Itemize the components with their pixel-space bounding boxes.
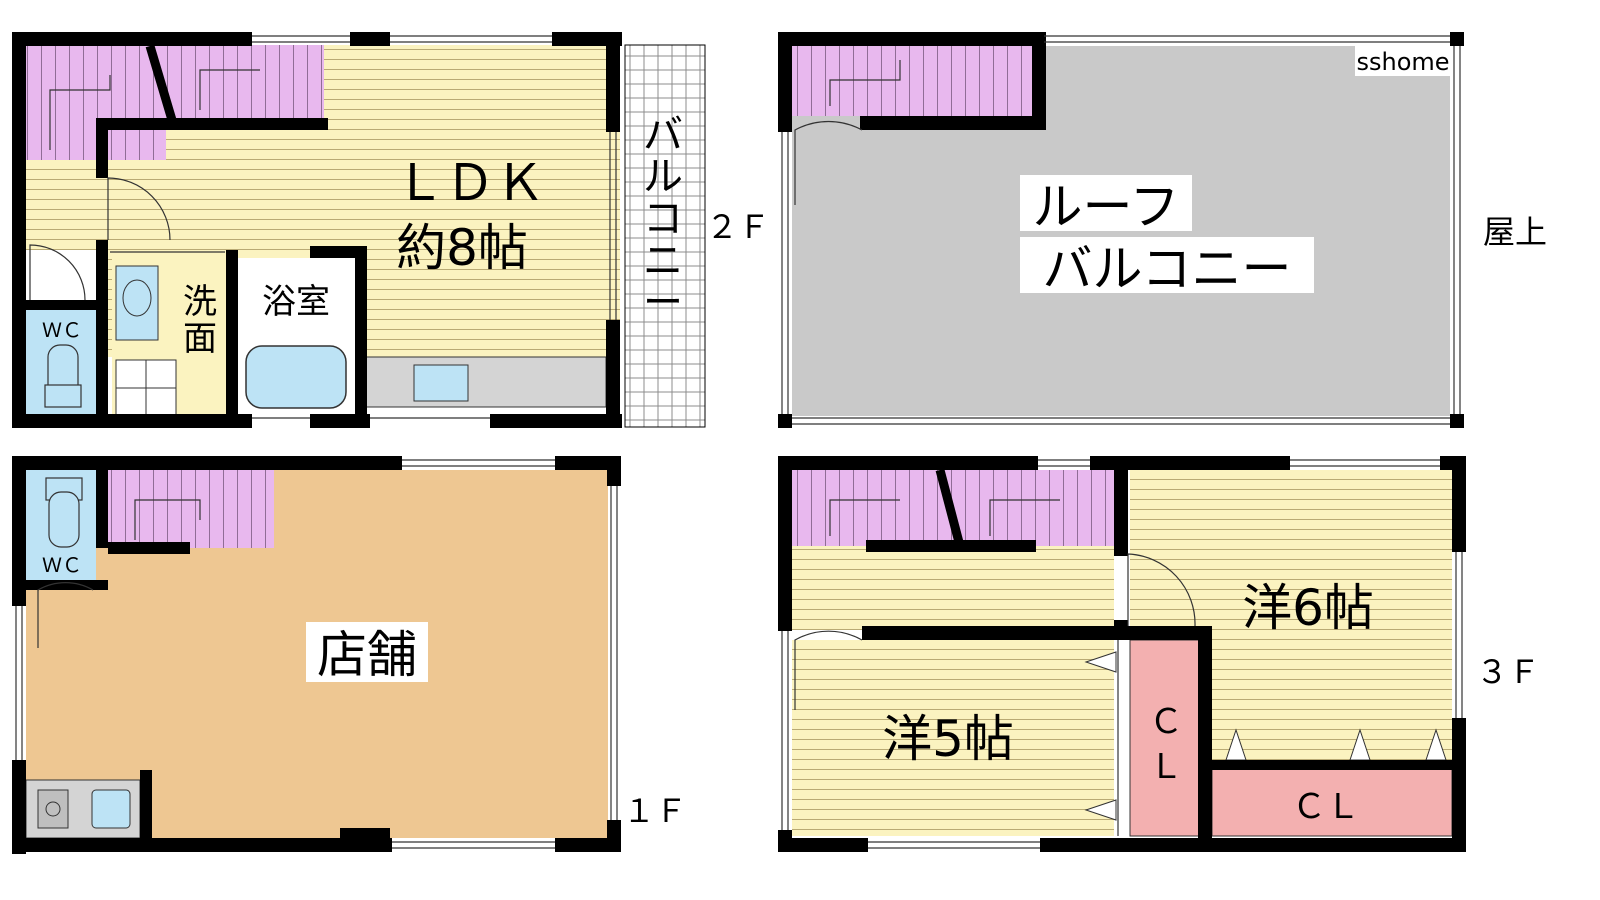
room-west5 <box>792 640 1114 836</box>
svg-text:バ: バ <box>643 112 683 158</box>
balcony-2f <box>624 44 706 428</box>
floor-3f: 洋6帖 洋5帖 Ｃ Ｌ ＣＬ ３Ｆ <box>778 456 1540 852</box>
balcony-2f-label: バ ル コ ニ ー <box>643 112 683 326</box>
west5-label: 洋5帖 <box>882 710 1014 768</box>
floor-2f: ＬＤＫ 約8帖 バ ル コ ニ ー 洗 面 浴室 ＷＣ ２Ｆ <box>12 32 770 428</box>
kitchen-counter <box>365 356 607 408</box>
stairs-2f-b <box>166 45 324 120</box>
shop-label: 店舗 <box>317 626 417 684</box>
svg-text:ニ: ニ <box>643 238 683 284</box>
floor-3f-label: ３Ｆ <box>1476 653 1540 691</box>
wash-label-1: 洗 <box>183 282 217 322</box>
floor-2f-label: ２Ｆ <box>706 208 770 246</box>
floor-roof: sshome ルーフ バルコニー 屋上 <box>778 32 1547 428</box>
watermark: sshome <box>1356 48 1449 76</box>
svg-text:ー: ー <box>643 280 683 326</box>
ldk-size-label: 約8帖 <box>396 219 528 277</box>
stairs-roof <box>792 46 1032 116</box>
ldk-label: ＬＤＫ <box>395 154 545 212</box>
floor-1f: 店舗 ＷＣ １Ｆ <box>12 456 687 854</box>
floor-roof-label: 屋上 <box>1483 213 1547 251</box>
closet-v-label-2: Ｌ <box>1149 747 1183 787</box>
closet-v-label-1: Ｃ <box>1149 702 1183 742</box>
stairs-1f <box>108 470 274 548</box>
closet-horizontal <box>1211 767 1453 837</box>
hall-floor <box>26 160 106 250</box>
roof-label-1: ルーフ <box>1033 178 1180 236</box>
roof-label-2: バルコニー <box>1043 240 1292 298</box>
wc-1f-label: ＷＣ <box>42 553 82 577</box>
wash-label-2: 面 <box>183 319 217 359</box>
wc-2f-label: ＷＣ <box>42 318 82 342</box>
svg-text:ル: ル <box>643 154 683 200</box>
hall-3f <box>792 546 1114 630</box>
floor-1f-label: １Ｆ <box>623 792 687 830</box>
svg-text:コ: コ <box>643 196 683 242</box>
bath-label: 浴室 <box>262 282 330 322</box>
closet-h-label: ＣＬ <box>1292 787 1360 827</box>
west6-label: 洋6帖 <box>1242 579 1374 637</box>
